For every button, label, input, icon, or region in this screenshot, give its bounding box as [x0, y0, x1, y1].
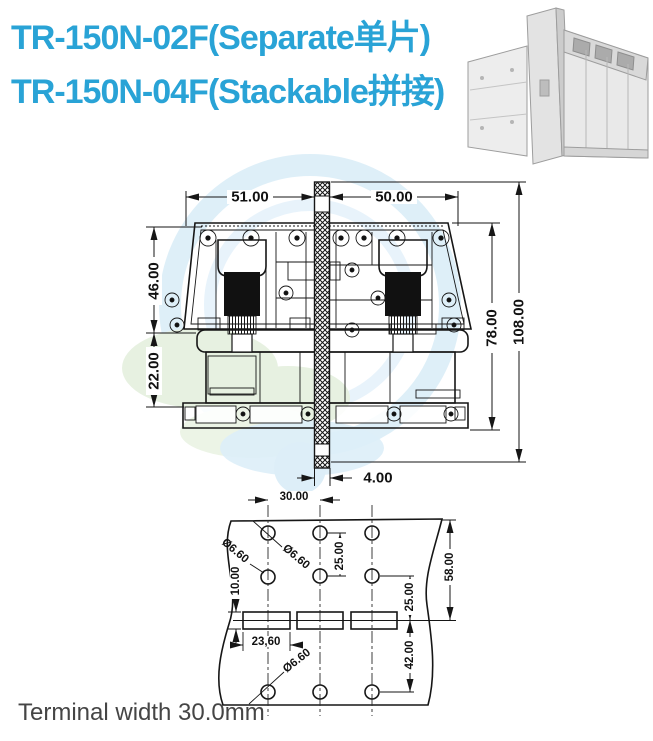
clamp-spring-left — [224, 272, 260, 353]
dim-22-label: 22.00 — [146, 352, 163, 390]
dim-108-label: 108.00 — [511, 299, 528, 345]
foot-row — [182, 402, 469, 429]
product-title-separate: TR-150N-02F(Separate单片) — [11, 19, 431, 57]
terminal-pads — [184, 405, 466, 424]
dim-10-label: 10.00 — [230, 567, 242, 596]
center-stacking-strip — [313, 181, 331, 469]
terminal-width-caption: Terminal width 30.0mm — [18, 699, 265, 726]
dim-25-lower-label: 25.00 — [404, 583, 416, 612]
pcb-dimensions: 30.00 25.00 58.00 25.00 42.00 — [219, 491, 456, 705]
dim-4-label: 4.00 — [363, 470, 392, 487]
mounting-holes — [260, 525, 380, 700]
front-view: 51.00 50.00 46.00 22.00 78.00 — [146, 181, 528, 487]
dim-78-label: 78.00 — [484, 309, 501, 347]
mounting-slots — [242, 611, 398, 630]
dim-dia-a-label: Ø6.60 — [219, 536, 251, 565]
screw-bosses — [164, 229, 462, 338]
dim-dia-b-label: Ø6.60 — [280, 542, 312, 571]
product-photo — [467, 7, 649, 165]
front-view-dimensions: 51.00 50.00 46.00 22.00 78.00 — [146, 181, 528, 487]
dim-50-label: 50.00 — [375, 189, 413, 206]
dim-25-upper-label: 25.00 — [334, 542, 346, 571]
dim-42-label: 42.00 — [404, 641, 416, 670]
hole-centerlines — [267, 505, 373, 716]
dim-30-label: 30.00 — [280, 491, 309, 503]
dim-58-label: 58.00 — [444, 553, 456, 582]
pcb-view: 30.00 25.00 58.00 25.00 42.00 — [218, 491, 456, 716]
body-upper-outline — [183, 222, 472, 330]
dim-46-label: 46.00 — [146, 262, 163, 300]
dim-dia-c-label: Ø6.60 — [281, 647, 313, 676]
dim-51-label: 51.00 — [231, 189, 269, 206]
dim-2360-label: 23,60 — [252, 636, 281, 648]
product-title-stackable: TR-150N-04F(Stackable拼接) — [11, 73, 445, 111]
clamp-spring-right — [385, 272, 421, 353]
